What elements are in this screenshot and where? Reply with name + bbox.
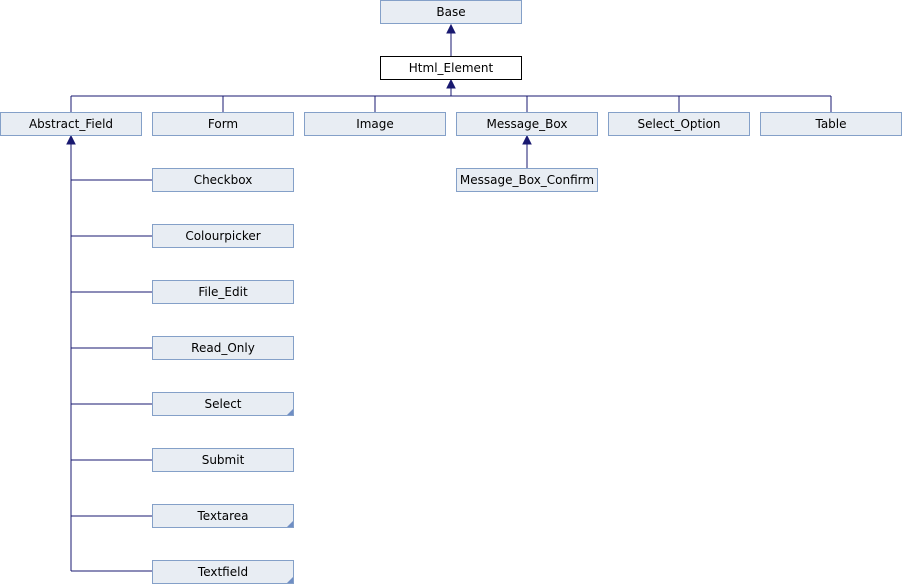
node-message-box-confirm-label: Message_Box_Confirm <box>460 173 594 187</box>
node-message-box-confirm[interactable]: Message_Box_Confirm <box>456 168 598 192</box>
node-checkbox[interactable]: Checkbox <box>152 168 294 192</box>
node-abstract-field[interactable]: Abstract_Field <box>0 112 142 136</box>
node-read-only-label: Read_Only <box>191 341 255 355</box>
node-select-label: Select <box>204 397 241 411</box>
node-select-option[interactable]: Select_Option <box>608 112 750 136</box>
node-textfield[interactable]: Textfield <box>152 560 294 584</box>
node-textfield-label: Textfield <box>197 565 248 579</box>
node-colourpicker[interactable]: Colourpicker <box>152 224 294 248</box>
node-file-edit[interactable]: File_Edit <box>152 280 294 304</box>
arrow-message-box <box>522 134 532 145</box>
node-file-edit-label: File_Edit <box>198 285 248 299</box>
node-checkbox-label: Checkbox <box>194 173 253 187</box>
node-message-box[interactable]: Message_Box <box>456 112 598 136</box>
node-submit[interactable]: Submit <box>152 448 294 472</box>
node-select-option-label: Select_Option <box>637 117 720 131</box>
node-textarea-more-indicator <box>287 521 293 527</box>
node-select[interactable]: Select <box>152 392 294 416</box>
node-submit-label: Submit <box>202 453 245 467</box>
arrow-abstract-field <box>66 134 76 145</box>
node-read-only[interactable]: Read_Only <box>152 336 294 360</box>
arrow-html-element <box>446 78 456 89</box>
node-message-box-label: Message_Box <box>487 117 568 131</box>
edges <box>66 23 832 572</box>
arrow-base <box>446 23 456 34</box>
node-textarea[interactable]: Textarea <box>152 504 294 528</box>
node-html-element-label: Html_Element <box>409 61 494 75</box>
node-base[interactable]: Base <box>380 0 522 24</box>
node-table-label: Table <box>814 117 846 131</box>
node-form[interactable]: Form <box>152 112 294 136</box>
node-image[interactable]: Image <box>304 112 446 136</box>
node-table[interactable]: Table <box>760 112 902 136</box>
node-form-label: Form <box>208 117 238 131</box>
node-base-label: Base <box>436 5 465 19</box>
node-select-more-indicator <box>287 409 293 415</box>
node-textarea-label: Textarea <box>196 509 248 523</box>
node-abstract-field-label: Abstract_Field <box>29 117 113 131</box>
node-textfield-more-indicator <box>287 577 293 583</box>
node-html-element: Html_Element <box>380 56 522 80</box>
node-colourpicker-label: Colourpicker <box>185 229 260 243</box>
node-image-label: Image <box>356 117 394 131</box>
